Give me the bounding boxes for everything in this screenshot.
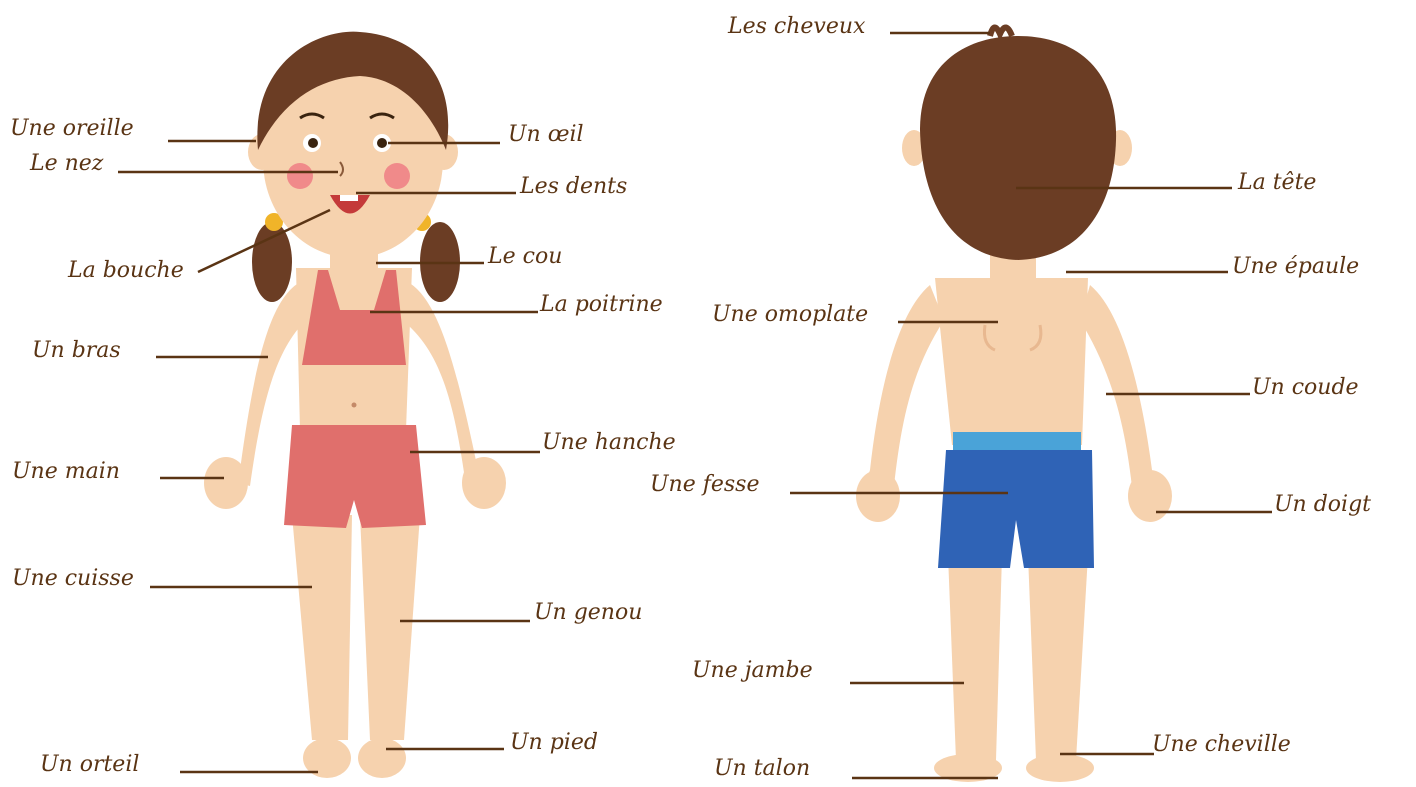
left-cheek <box>287 163 313 189</box>
right-leg <box>360 515 420 740</box>
boy-hair <box>920 36 1116 260</box>
label-oreille: Une oreille <box>10 116 134 142</box>
left-leg <box>292 515 352 740</box>
label-cheveux: Les cheveux <box>728 14 865 40</box>
label-coude: Un coude <box>1252 375 1359 401</box>
boy-right-leg <box>1028 555 1088 760</box>
shorts <box>284 425 426 528</box>
label-omoplate: Une omoplate <box>712 302 868 328</box>
left-pupil <box>308 138 318 148</box>
label-main: Une main <box>12 459 120 485</box>
teeth <box>340 195 358 201</box>
label-bras: Un bras <box>32 338 121 364</box>
boy-shorts <box>938 450 1094 568</box>
label-cheville: Une cheville <box>1152 732 1291 758</box>
boy-left-leg <box>948 555 1002 760</box>
label-nez: Le nez <box>30 151 103 177</box>
label-bouche: La bouche <box>68 258 184 284</box>
label-cou: Le cou <box>488 244 562 270</box>
label-fesse: Une fesse <box>650 472 759 498</box>
label-jambe: Une jambe <box>692 658 813 684</box>
navel <box>352 403 357 408</box>
waistband <box>953 432 1081 452</box>
label-oeil: Un œil <box>508 122 584 148</box>
label-talon: Un talon <box>714 756 810 782</box>
label-poitrine: La poitrine <box>540 292 663 318</box>
boy-left-hand <box>856 470 900 522</box>
label-pied: Un pied <box>510 730 598 756</box>
boy-right-hand <box>1128 470 1172 522</box>
label-orteil: Un orteil <box>40 752 139 778</box>
label-tete: La tête <box>1238 170 1316 196</box>
left-hand <box>204 457 248 509</box>
left-pigtail <box>252 222 292 302</box>
boy-right-heel <box>1026 754 1094 782</box>
label-dents: Les dents <box>520 174 627 200</box>
right-foot <box>358 738 406 778</box>
label-genou: Un genou <box>534 600 642 626</box>
label-doigt: Un doigt <box>1274 492 1371 518</box>
boy-torso <box>935 278 1088 445</box>
label-epaule: Une épaule <box>1232 254 1359 280</box>
right-pupil <box>377 138 387 148</box>
label-cuisse: Une cuisse <box>12 566 134 592</box>
right-cheek <box>384 163 410 189</box>
right-hand <box>462 457 506 509</box>
hair-tuft <box>990 27 1012 36</box>
label-hanche: Une hanche <box>542 430 676 456</box>
boy-back-figure <box>856 27 1172 782</box>
